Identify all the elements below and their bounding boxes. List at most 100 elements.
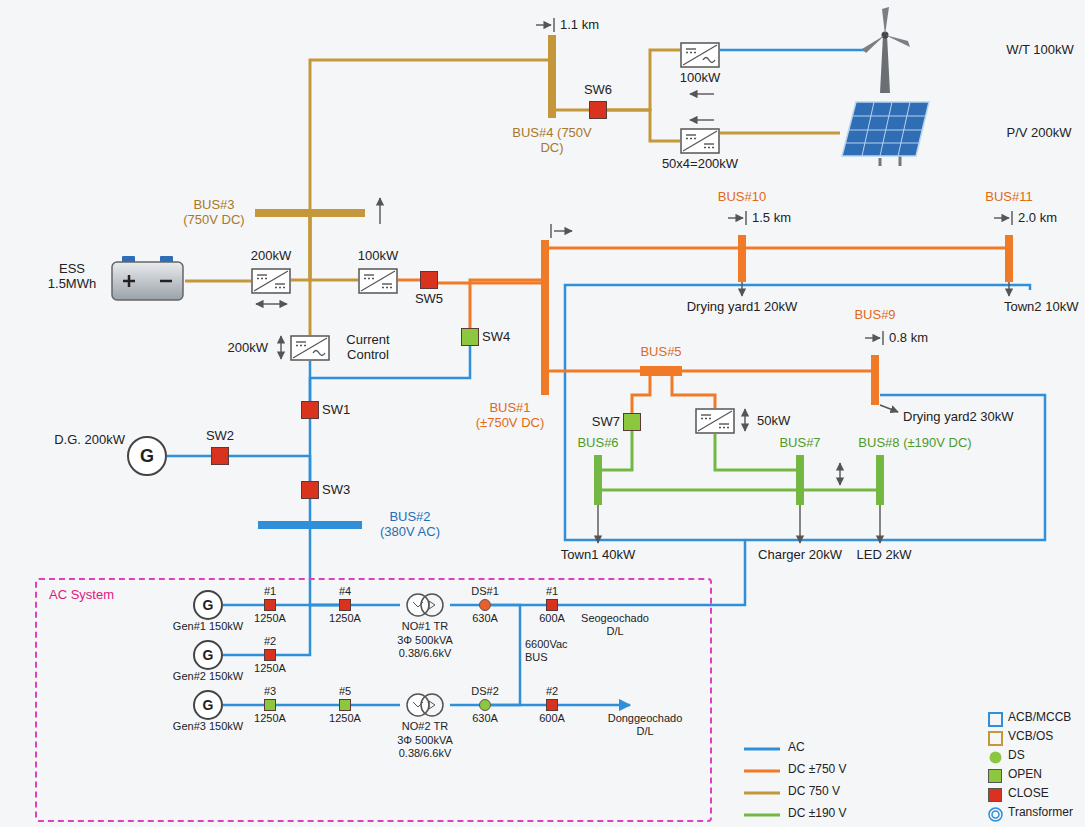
node-note: 1250A — [254, 712, 286, 725]
node-label: G — [140, 446, 154, 467]
node-note: 3Φ 500kVA 0.38/6.6kV — [392, 734, 458, 759]
decor-stroke — [879, 505, 880, 543]
node-label: G — [203, 597, 214, 613]
node-note: Gen#2 150kW — [173, 670, 243, 683]
power-wire — [167, 455, 211, 458]
legend-text: OPEN — [1008, 768, 1042, 782]
node-note: 3Φ 500kVA 0.38/6.6kV — [392, 634, 458, 659]
power-wire — [291, 217, 310, 280]
generator-circle: GD.G. 200kW — [127, 436, 167, 476]
power-wire — [602, 489, 796, 492]
node-label: SW6 — [584, 83, 612, 98]
converter-box: 50x4=200kW — [680, 128, 720, 154]
breaker-switch: SW7 — [623, 413, 641, 431]
icon — [680, 128, 720, 154]
node-label: BUS#5 — [640, 345, 681, 360]
node-label: BUS#1 (±750V DC) — [469, 401, 551, 431]
annotation-label: 6600Vac BUS — [525, 638, 575, 663]
decor-stroke — [728, 217, 743, 218]
node-note: 1250A — [329, 712, 361, 725]
transformer-symbol: NO#2 TR3Φ 500kVA 0.38/6.6kV — [400, 693, 450, 717]
decor-stroke — [558, 285, 1030, 605]
breaker-switch: SW3 — [301, 481, 319, 499]
node-label: W/T 100kW — [1004, 43, 1076, 58]
node-label: 100kW — [680, 71, 720, 86]
bus-bar: BUS#7 — [796, 455, 804, 505]
power-wire — [351, 704, 400, 707]
node-label: BUS#3 (750V DC) — [179, 198, 249, 228]
node-label: DS#2 — [471, 685, 499, 698]
node-note: 600A — [539, 712, 565, 725]
node-label: NO#2 TR — [402, 720, 448, 733]
legend-sample — [744, 812, 784, 818]
power-wire — [549, 247, 738, 250]
node-label: BUS#10 — [718, 190, 766, 205]
battery-icon: ESS 1.5MWh — [110, 252, 185, 302]
node-note: Current Control — [340, 333, 396, 363]
power-wire — [310, 529, 339, 605]
node-label: ESS 1.5MWh — [42, 262, 102, 292]
disconnector-dot: DS#2630A — [479, 699, 491, 711]
breaker-switch: #11250A — [264, 599, 276, 611]
node-label: SW3 — [322, 483, 350, 498]
legend-text: DC 750 V — [788, 785, 840, 799]
legend-text: Transformer — [1008, 806, 1073, 820]
node-note: 600A — [539, 612, 565, 625]
power-wire — [746, 247, 1005, 250]
power-wire — [450, 704, 479, 707]
node-label: 100kW — [358, 249, 398, 264]
node-label: G — [203, 697, 214, 713]
annotation-label: Drying yard1 20kW — [687, 300, 798, 315]
icon — [868, 5, 902, 95]
bus-bar: BUS#4 (750V DC) — [548, 35, 556, 118]
power-wire — [310, 217, 358, 280]
annotation-label: Seogeochado D/L — [578, 612, 652, 637]
decor-stroke — [994, 217, 1009, 218]
breaker-switch: SW4 — [461, 328, 479, 346]
icon — [400, 593, 450, 617]
annotation-label: Donggeochado D/L — [604, 712, 686, 737]
legend-sample — [988, 712, 1004, 728]
decor-stroke — [865, 337, 880, 338]
decor-stroke — [379, 198, 380, 224]
decor-stroke — [280, 336, 281, 359]
node-label: AC System — [49, 588, 114, 603]
converter-box: 200kWCurrent Control — [290, 335, 330, 361]
decor-stroke — [741, 282, 742, 296]
node-label: BUS#11 — [985, 190, 1032, 205]
decor-stroke — [880, 405, 898, 412]
generator-circle: GGen#1 150kW — [193, 590, 223, 620]
bus-bar: BUS#1 (±750V DC) — [541, 240, 549, 395]
node-label: 200kW — [251, 249, 291, 264]
generator-circle: GGen#2 150kW — [193, 640, 223, 670]
power-wire — [682, 370, 871, 373]
node-label: SW7 — [592, 415, 620, 430]
bus-bar: BUS#9 — [871, 355, 879, 405]
converter-box: 200kW — [251, 268, 291, 294]
node-label: #4 — [339, 585, 351, 598]
decor-stroke — [744, 409, 745, 431]
decor-stroke — [597, 505, 598, 543]
power-wire — [607, 110, 680, 141]
power-wire — [556, 109, 589, 112]
annotation-label: 2.0 km — [1018, 211, 1057, 226]
power-wire — [310, 346, 470, 401]
node-note: 1250A — [254, 612, 286, 625]
annotation-label: Town1 40kW — [561, 548, 635, 563]
power-wire — [672, 376, 715, 408]
power-wire — [470, 280, 541, 328]
breaker-switch: #41250A — [339, 599, 351, 611]
power-wire — [720, 49, 868, 52]
node-note: 630A — [472, 712, 498, 725]
node-note: Gen#3 150kW — [173, 720, 243, 733]
node-label: SW4 — [482, 330, 510, 345]
converter-box: 100kW — [358, 268, 398, 294]
node-label: BUS#8 (±190V DC) — [858, 436, 971, 451]
icon — [358, 268, 398, 294]
decor-stroke — [745, 211, 746, 225]
power-wire — [351, 604, 400, 607]
node-label: BUS#4 (750V DC) — [511, 126, 593, 156]
decor-stroke — [558, 285, 1045, 705]
decor-stroke — [839, 463, 840, 485]
